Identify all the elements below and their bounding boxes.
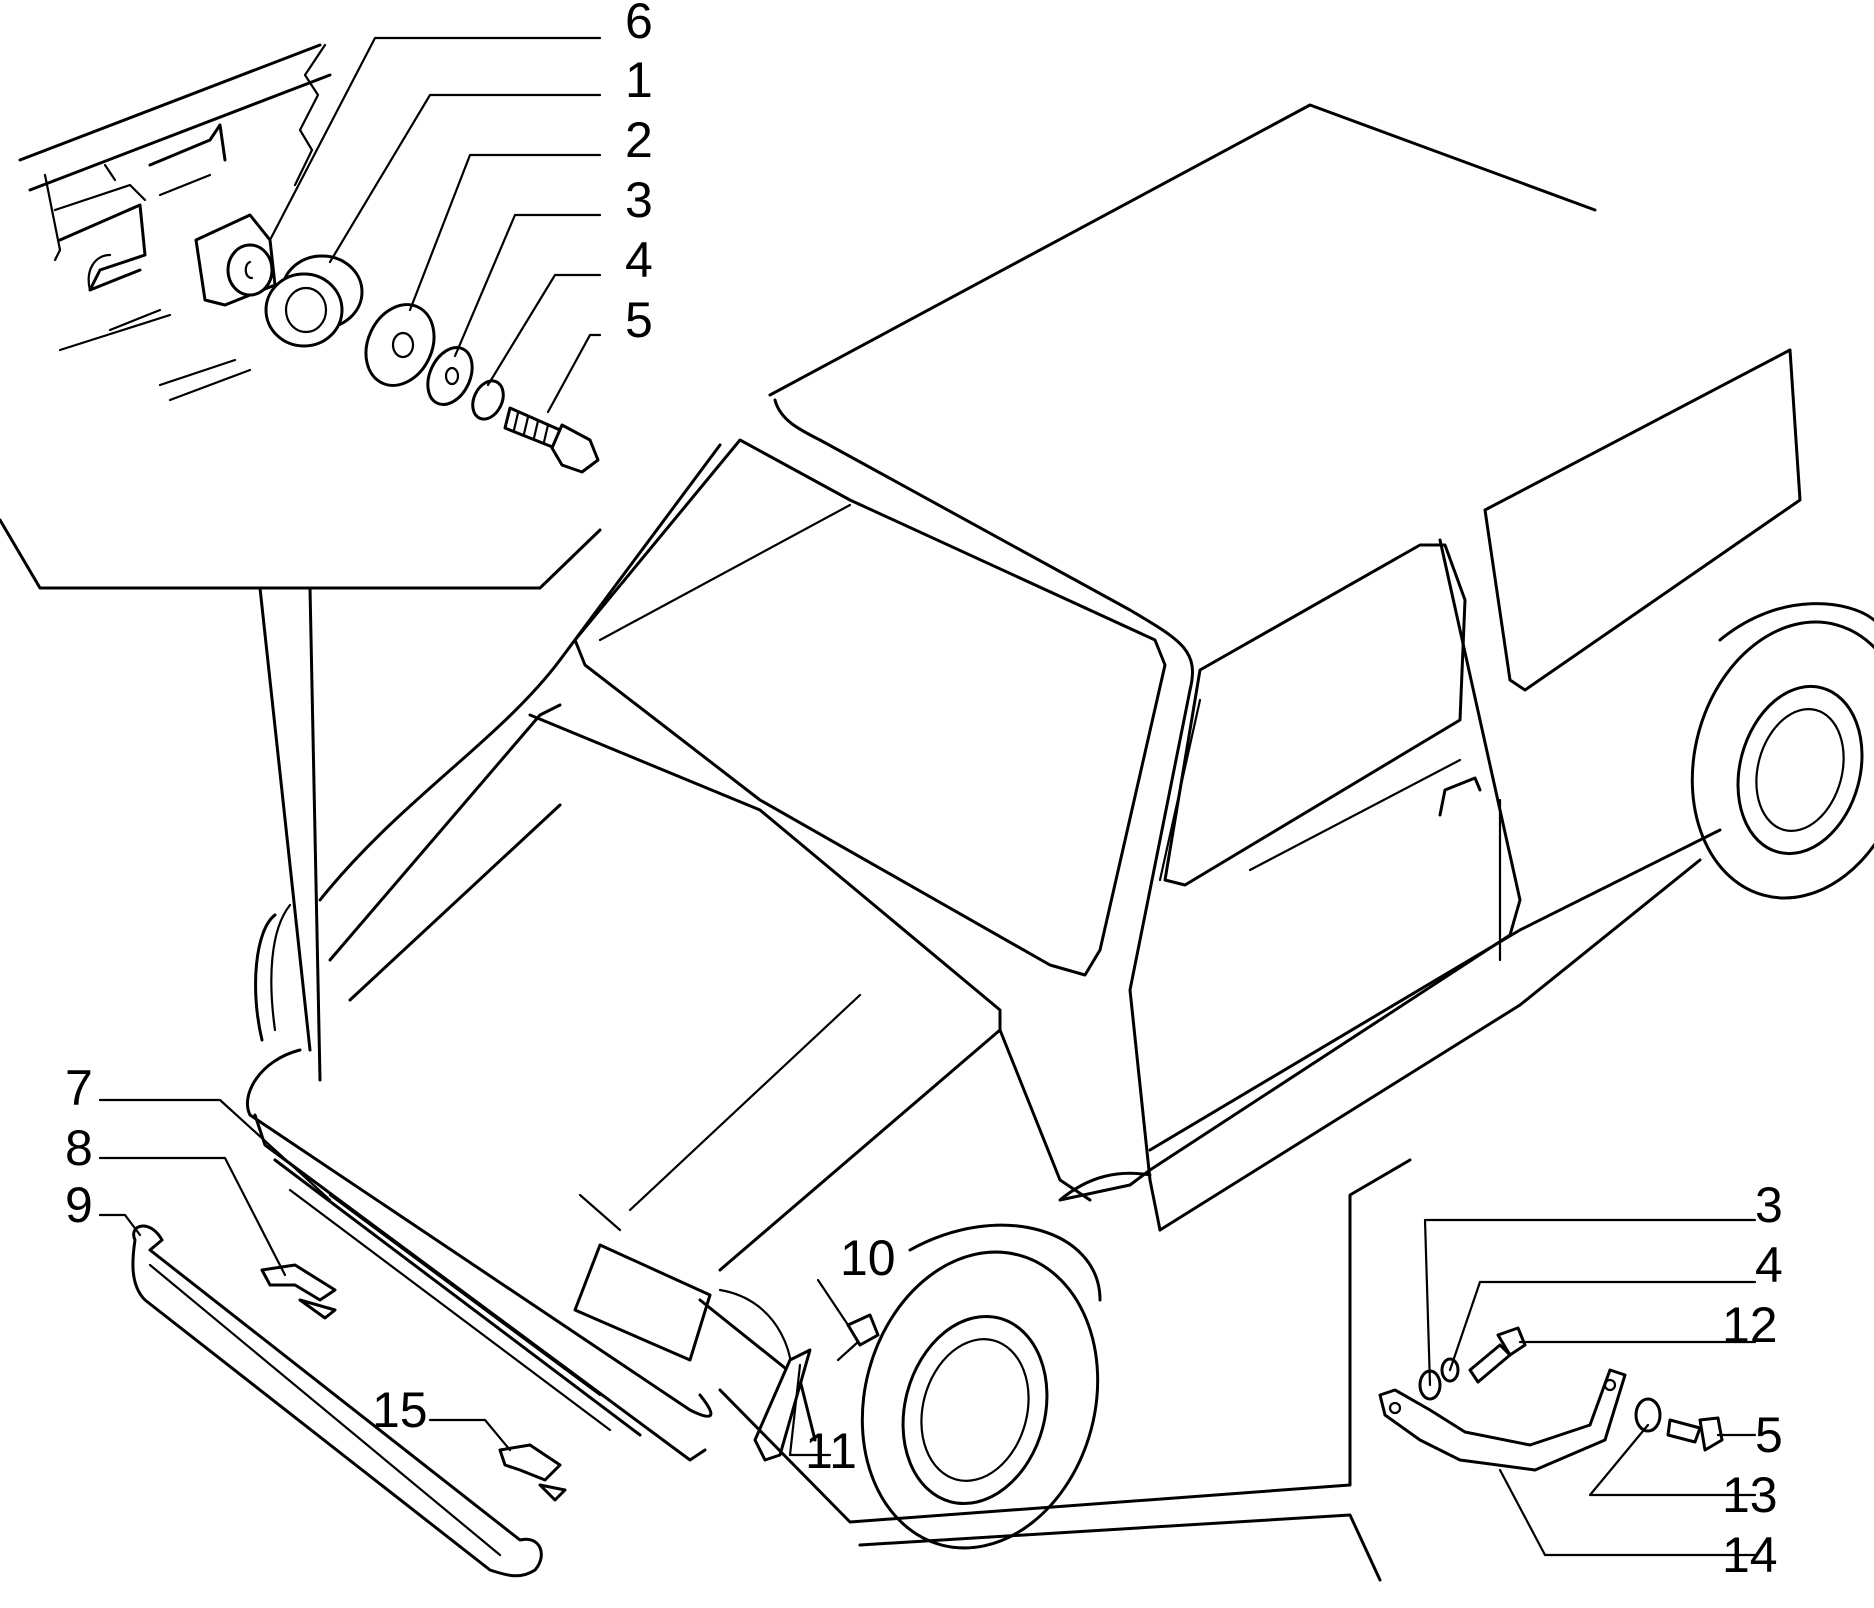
part-7-front-bumper: [245, 1048, 713, 1462]
callout-14: 14: [1722, 1527, 1778, 1583]
callout-3: 3: [625, 172, 653, 228]
callout-5-rear: 5: [1755, 1407, 1783, 1463]
callout-4: 4: [625, 232, 653, 288]
part-5-bolt-rear: [1666, 1416, 1724, 1452]
part-5-bolt: [503, 406, 600, 474]
part-9-bumper-strip: [131, 1224, 543, 1578]
callout-labels: 6 1 2 3 4 5 7 8 9 10 11 15 3 4 12 5 13 1…: [65, 0, 1783, 1583]
callout-3-rear: 3: [1755, 1177, 1783, 1233]
leader-lines-front: [98, 586, 850, 1457]
part-13-washer: [1634, 1397, 1662, 1433]
car-body-outline: [245, 103, 1874, 1550]
part-15-clip: [498, 1443, 567, 1502]
part-10-screw: [836, 1313, 880, 1362]
part-6-bracket: [194, 213, 277, 307]
part-4-lock-washer: [471, 379, 505, 421]
part-11-bracket: [753, 1348, 812, 1462]
detail-inset-rear-bracket: [718, 1158, 1757, 1582]
callout-1: 1: [625, 52, 653, 108]
callout-12: 12: [1722, 1297, 1778, 1353]
part-14-bracket: [1378, 1368, 1627, 1472]
callout-11: 11: [805, 1423, 857, 1479]
part-12-bolt: [1468, 1326, 1527, 1384]
callout-5: 5: [625, 292, 653, 348]
callout-2: 2: [625, 112, 653, 168]
front-wheel: [860, 1223, 1102, 1550]
callout-4-rear: 4: [1755, 1237, 1783, 1293]
rear-wheel: [1690, 602, 1874, 900]
callout-7: 7: [65, 1060, 93, 1116]
callout-10: 10: [840, 1230, 896, 1286]
callout-15: 15: [372, 1382, 428, 1438]
part-1-rubber-bushing: [264, 254, 364, 348]
callout-13: 13: [1722, 1467, 1778, 1523]
part-3-washer: [426, 346, 474, 406]
callout-6: 6: [625, 0, 653, 49]
detail-inset-bumper-mount: [0, 36, 602, 590]
callout-9: 9: [65, 1177, 93, 1233]
callout-8: 8: [65, 1120, 93, 1176]
part-8-clip: [260, 1263, 337, 1320]
part-2-plate: [364, 303, 436, 387]
